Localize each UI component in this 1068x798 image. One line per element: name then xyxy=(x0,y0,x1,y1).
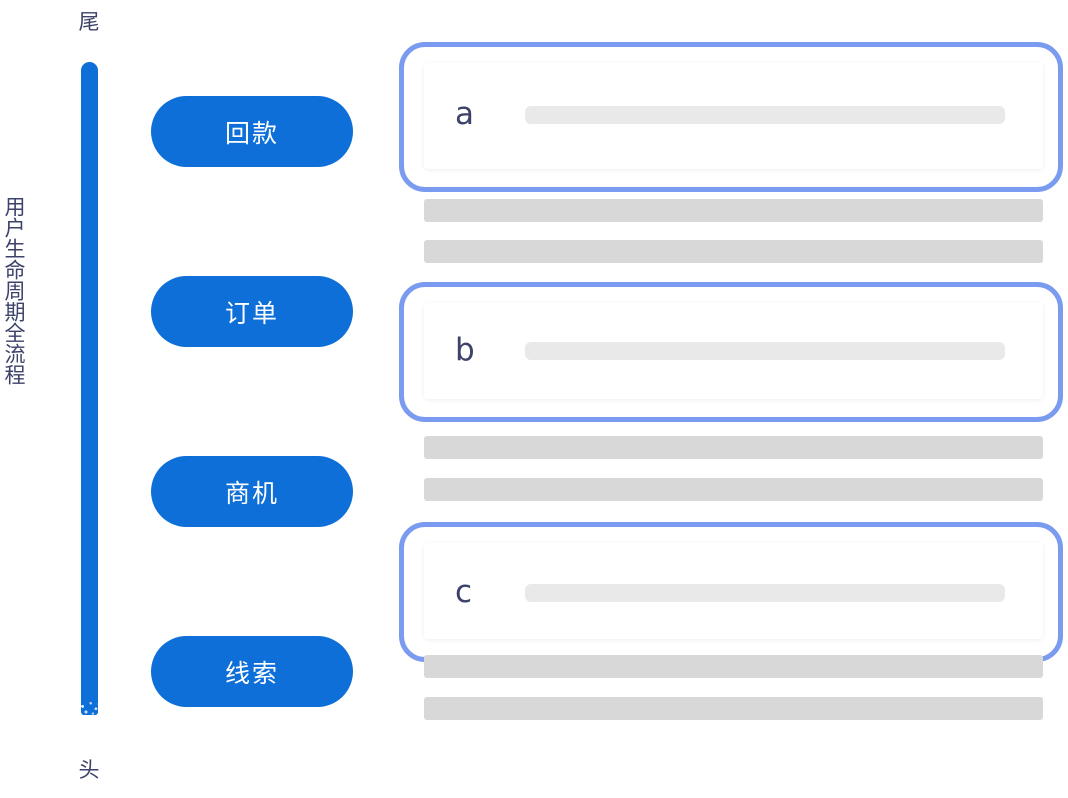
highlight-ring-a xyxy=(399,42,1063,192)
stage-pill-label: 商机 xyxy=(224,478,279,508)
card-letter-b: b xyxy=(455,332,475,368)
skeleton-bar xyxy=(424,436,1043,459)
skeleton-bar xyxy=(424,199,1043,222)
lifecycle-rail xyxy=(81,62,98,715)
card-letter-c: c xyxy=(455,574,473,610)
axis-top-label: 尾 xyxy=(78,10,100,34)
skeleton-bar xyxy=(424,697,1043,720)
skeleton-bar xyxy=(424,478,1043,501)
skeleton-bar xyxy=(424,240,1043,263)
highlight-ring-b xyxy=(399,282,1063,422)
stage-pill-label: 回款 xyxy=(224,118,279,148)
card-placeholder-bar xyxy=(525,584,1005,602)
stage-pill-dingdan[interactable]: 订单 xyxy=(151,276,353,347)
stage-pill-huikuan[interactable]: 回款 xyxy=(151,96,353,167)
card-placeholder-bar xyxy=(525,342,1005,360)
stage-pill-xiansuo[interactable]: 线索 xyxy=(151,636,353,707)
card-letter-a: a xyxy=(455,96,474,132)
skeleton-bar xyxy=(424,655,1043,678)
axis-bottom-label: 头 xyxy=(78,758,100,782)
axis-vertical-label: 用户生命周期全流程 xyxy=(2,196,26,385)
stage-pill-label: 订单 xyxy=(224,298,279,328)
card-placeholder-bar xyxy=(525,106,1005,124)
stage-pill-shangji[interactable]: 商机 xyxy=(151,456,353,527)
stage-pill-label: 线索 xyxy=(224,658,279,688)
